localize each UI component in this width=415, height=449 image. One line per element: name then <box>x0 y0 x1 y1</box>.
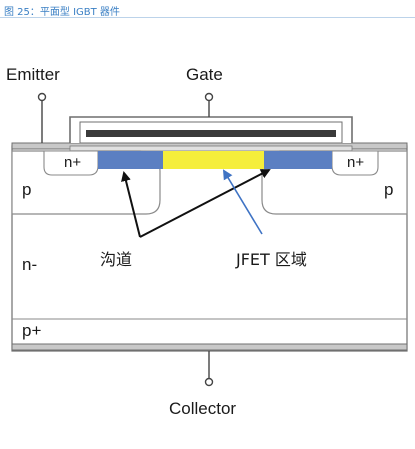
n-plus-right <box>331 150 379 176</box>
gate-electrode <box>86 130 336 137</box>
jfet-annotation: JFET 区域 <box>235 250 307 269</box>
gate-dielectric-base <box>69 145 353 152</box>
p-left-label: p <box>22 180 31 199</box>
caption-divider <box>0 17 415 18</box>
channel-arrow-right <box>139 169 271 238</box>
p-right-label: p <box>384 180 393 199</box>
p-plus-label: p+ <box>22 321 41 340</box>
jfet-arrow <box>222 169 263 235</box>
emitter-terminal <box>37 92 47 102</box>
gate-terminal <box>204 92 214 102</box>
channel-right <box>264 151 332 169</box>
channel-left <box>98 151 163 169</box>
n-minus-label: n- <box>22 255 37 274</box>
figure-caption: 图 25：平面型 IGBT 器件 <box>4 7 120 18</box>
n-plus-left <box>43 150 99 176</box>
channel-arrow-left <box>121 171 141 238</box>
gate-label: Gate <box>186 65 223 84</box>
emitter-label: Emitter <box>6 65 60 84</box>
collector-metal-strip <box>11 343 408 351</box>
collector-terminal <box>204 377 214 387</box>
n-plus-left-label: n+ <box>64 154 81 171</box>
collector-label: Collector <box>169 399 236 418</box>
channel-annotation: 沟道 <box>100 250 132 269</box>
jfet-region <box>163 151 264 169</box>
n-plus-right-label: n+ <box>347 154 364 171</box>
